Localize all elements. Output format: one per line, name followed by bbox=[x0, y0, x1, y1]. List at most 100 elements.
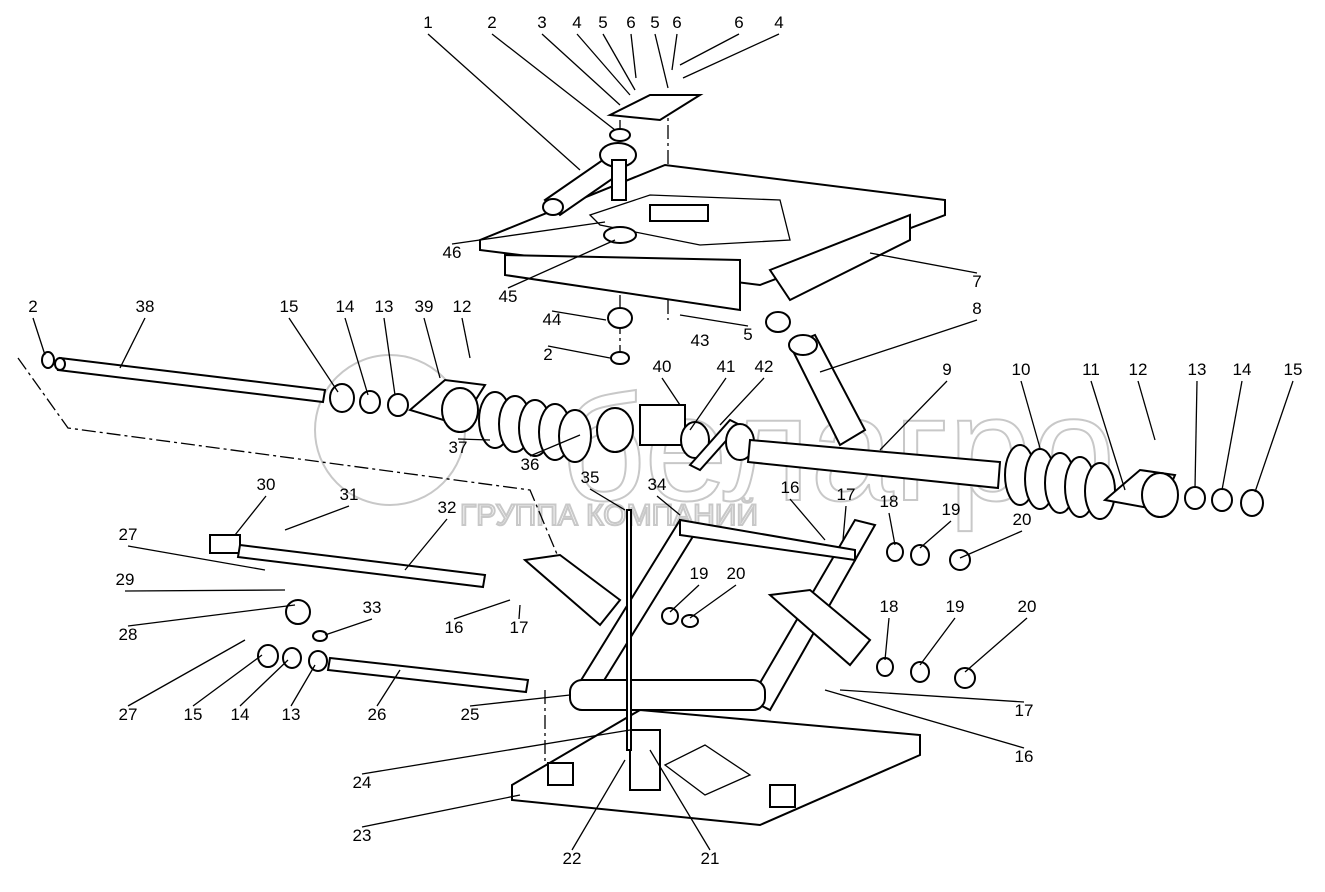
leader-line bbox=[1194, 380, 1198, 489]
leader-line bbox=[234, 495, 267, 536]
leader-line bbox=[589, 488, 626, 511]
part-number-label: 25 bbox=[461, 705, 480, 724]
part-number-label: 38 bbox=[136, 297, 155, 316]
leader-line bbox=[404, 518, 448, 571]
leader-line bbox=[682, 33, 780, 79]
leader-line bbox=[451, 221, 606, 245]
leader-line bbox=[507, 239, 616, 289]
leader-line bbox=[361, 729, 631, 775]
leader-line bbox=[239, 659, 289, 707]
leader-line bbox=[919, 617, 956, 666]
leader-line bbox=[719, 377, 765, 426]
part-number-label: 23 bbox=[353, 826, 372, 845]
part-number-label: 44 bbox=[543, 310, 562, 329]
leader-line bbox=[1090, 380, 1126, 491]
leader-line bbox=[789, 498, 826, 541]
leader-line bbox=[959, 530, 1023, 559]
spring-right bbox=[1004, 444, 1116, 520]
leader-line bbox=[192, 654, 263, 707]
part-number-label: 10 bbox=[1012, 360, 1031, 379]
leader-line bbox=[669, 584, 700, 613]
part-number-label: 40 bbox=[653, 357, 672, 376]
leader-line bbox=[551, 310, 607, 321]
leader-line bbox=[884, 617, 890, 661]
part-number-label: 7 bbox=[972, 272, 981, 291]
part-number-label: 16 bbox=[445, 618, 464, 637]
leader-line bbox=[649, 749, 711, 851]
part-number-label: 41 bbox=[717, 357, 736, 376]
leader-line bbox=[427, 33, 581, 171]
leader-line bbox=[842, 505, 847, 541]
part-number-label: 43 bbox=[691, 331, 710, 350]
leader-line bbox=[423, 317, 441, 379]
leader-line bbox=[518, 604, 521, 620]
part-number-label: 24 bbox=[353, 773, 372, 792]
upper-frame bbox=[479, 163, 946, 312]
part-number-label: 20 bbox=[1013, 510, 1032, 529]
leader-line bbox=[529, 434, 581, 457]
part-number-label: 1 bbox=[423, 13, 432, 32]
leader-line bbox=[630, 33, 637, 79]
part-number-label: 9 bbox=[942, 360, 951, 379]
leader-line bbox=[879, 380, 948, 451]
leader-line bbox=[602, 33, 636, 91]
leader-line bbox=[491, 33, 616, 131]
leader-line bbox=[654, 33, 669, 89]
part-number-label: 20 bbox=[727, 564, 746, 583]
leader-line bbox=[124, 589, 286, 592]
leader-line bbox=[839, 689, 1025, 703]
part-number-label: 31 bbox=[340, 485, 359, 504]
part-number-label: 6 bbox=[672, 13, 681, 32]
scissor-frame bbox=[522, 518, 877, 712]
part-number-label: 15 bbox=[184, 705, 203, 724]
leader-line bbox=[284, 505, 350, 531]
leader-line bbox=[461, 317, 471, 359]
leader-line bbox=[376, 669, 401, 707]
leader-line bbox=[1020, 380, 1041, 449]
part-number-label: 34 bbox=[648, 475, 667, 494]
part-number-label: 29 bbox=[116, 570, 135, 589]
part-number-label: 13 bbox=[282, 705, 301, 724]
leader-line bbox=[689, 377, 727, 431]
part-number-label: 39 bbox=[415, 297, 434, 316]
part-number-label: 35 bbox=[581, 468, 600, 487]
base-plate bbox=[511, 708, 921, 827]
lever bbox=[542, 142, 709, 244]
part-number-label: 17 bbox=[1015, 701, 1034, 720]
leader-line bbox=[383, 317, 396, 396]
leader-line bbox=[324, 618, 373, 636]
part-number-label: 22 bbox=[563, 849, 582, 868]
part-number-label: 11 bbox=[1082, 360, 1100, 379]
leader-line bbox=[344, 317, 369, 396]
leader-line bbox=[689, 584, 737, 619]
part-number-label: 6 bbox=[734, 13, 743, 32]
part-number-label: 26 bbox=[368, 705, 387, 724]
part-number-label: 36 bbox=[521, 455, 540, 474]
part-number-label: 14 bbox=[231, 705, 250, 724]
leader-line bbox=[547, 345, 611, 359]
leader-line bbox=[888, 512, 896, 546]
part-number-label: 46 bbox=[443, 243, 462, 262]
part-number-label: 15 bbox=[1284, 360, 1303, 379]
part-number-label: 32 bbox=[438, 498, 457, 517]
part-number-label: 27 bbox=[119, 705, 138, 724]
part-number-label: 5 bbox=[650, 13, 659, 32]
part-number-label: 20 bbox=[1018, 597, 1037, 616]
part-number-label: 18 bbox=[880, 597, 899, 616]
part-number-label: 14 bbox=[336, 297, 355, 316]
part-number-label: 19 bbox=[946, 597, 965, 616]
part-number-label: 2 bbox=[487, 13, 496, 32]
part-number-label: 12 bbox=[1129, 360, 1148, 379]
part-number-label: 3 bbox=[537, 13, 546, 32]
leader-line bbox=[288, 317, 339, 393]
leader-line bbox=[290, 664, 316, 707]
leader-line bbox=[32, 317, 46, 356]
part-number-label: 5 bbox=[743, 325, 752, 344]
part-number-label: 14 bbox=[1233, 360, 1252, 379]
part-number-label: 18 bbox=[880, 492, 899, 511]
part-number-label: 6 bbox=[626, 13, 635, 32]
part-number-label: 5 bbox=[598, 13, 607, 32]
leader-line bbox=[127, 639, 246, 707]
part-number-label: 13 bbox=[1188, 360, 1207, 379]
